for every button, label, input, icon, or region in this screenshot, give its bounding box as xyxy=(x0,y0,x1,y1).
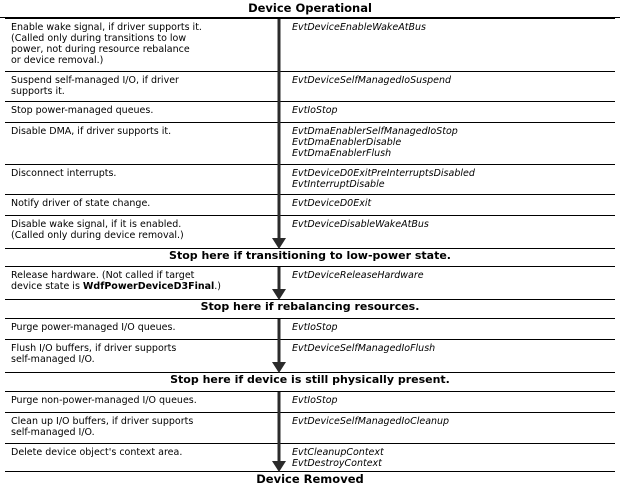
step-description: Suspend self-managed I/O, if driver supp… xyxy=(11,75,179,97)
table-row: Enable wake signal, if driver supports i… xyxy=(5,18,615,72)
step-description: Disable DMA, if driver supports it. xyxy=(11,126,172,137)
callback-name: EvtCleanupContext xyxy=(292,447,384,458)
table-row: Delete device object's context area. EvtC… xyxy=(5,443,615,472)
callback-name: EvtIoStop xyxy=(292,395,338,406)
step-tail: .) xyxy=(214,281,221,292)
table-row: Disable wake signal, if it is enabled. (… xyxy=(5,215,615,249)
callback-name: EvtDeviceD0Exit xyxy=(292,198,372,209)
callback-list: EvtDeviceSelfManagedIoFlush xyxy=(292,343,610,354)
diagram-title: Device Operational xyxy=(248,1,372,15)
callback-name: EvtDeviceEnableWakeAtBus xyxy=(292,22,426,33)
callback-name: EvtInterruptDisable xyxy=(292,179,385,190)
step-description: Disable wake signal, if it is enabled. (… xyxy=(11,219,184,241)
step-description: Purge power-managed I/O queues. xyxy=(11,322,176,333)
table-row: Clean up I/O buffers, if driver supports… xyxy=(5,412,615,444)
table-row: Stop power-managed queues. EvtIoStop xyxy=(5,101,615,123)
table-row: Suspend self-managed I/O, if driver supp… xyxy=(5,71,615,102)
callback-name: EvtDmaEnablerSelfManagedIoStop xyxy=(292,126,458,137)
table-row: Flush I/O buffers, if driver supports se… xyxy=(5,339,615,373)
stop-condition-0: Stop here if transitioning to low-power … xyxy=(169,249,451,262)
table-row: Purge power-managed I/O queues. EvtIoStop xyxy=(5,318,615,340)
callback-name: EvtDeviceSelfManagedIoFlush xyxy=(292,343,436,354)
callback-name: EvtIoStop xyxy=(292,105,338,116)
callback-name: EvtDeviceReleaseHardware xyxy=(292,270,424,281)
callback-list: EvtIoStop xyxy=(292,395,610,406)
table-row: Purge non-power-managed I/O queues. EvtIo… xyxy=(5,391,615,413)
step-description: Notify driver of state change. xyxy=(11,198,151,209)
diagram-footer: Device Removed xyxy=(256,472,364,486)
step-description: Stop power-managed queues. xyxy=(11,105,154,116)
callback-name: EvtDmaEnablerFlush xyxy=(292,148,392,159)
step-description: Enable wake signal, if driver supports i… xyxy=(11,22,202,66)
step-description: Disconnect interrupts. xyxy=(11,168,117,179)
callback-name: EvtDeviceDisableWakeAtBus xyxy=(292,219,429,230)
step-description: Flush I/O buffers, if driver supports se… xyxy=(11,343,177,365)
table-row: Disconnect interrupts. EvtDeviceD0ExitPre… xyxy=(5,164,615,195)
callback-list: EvtDeviceSelfManagedIoCleanup xyxy=(292,416,610,427)
callback-list: EvtDeviceDisableWakeAtBus xyxy=(292,219,610,230)
callback-name: EvtDmaEnablerDisable xyxy=(292,137,402,148)
callback-list: EvtIoStop xyxy=(292,105,610,116)
callback-list: EvtDeviceD0Exit xyxy=(292,198,610,209)
callback-name: EvtDeviceD0ExitPreInterruptsDisabled xyxy=(292,168,475,179)
callback-name: EvtDeviceSelfManagedIoSuspend xyxy=(292,75,452,86)
stop-condition-1: Stop here if rebalancing resources. xyxy=(200,300,420,313)
table-row: Disable DMA, if driver supports it. EvtDm… xyxy=(5,122,615,165)
stop-condition-2: Stop here if device is still physically … xyxy=(170,373,450,386)
header-rule xyxy=(0,17,620,18)
callback-list: EvtDeviceReleaseHardware xyxy=(292,270,610,281)
callback-list: EvtDeviceEnableWakeAtBus xyxy=(292,22,610,33)
callback-name: EvtDestroyContext xyxy=(292,458,382,469)
callback-list: EvtIoStop xyxy=(292,322,610,333)
step-description: Purge non-power-managed I/O queues. xyxy=(11,395,197,406)
step-description: Release hardware. (Not called if target … xyxy=(11,270,221,292)
table-row: Release hardware. (Not called if target … xyxy=(5,266,615,300)
step-emphasis: WdfPowerDeviceD3Final xyxy=(82,281,215,292)
callback-list: EvtDeviceSelfManagedIoSuspend xyxy=(292,75,610,86)
callback-name: EvtDeviceSelfManagedIoCleanup xyxy=(292,416,450,427)
callback-name: EvtIoStop xyxy=(292,322,338,333)
step-description: Clean up I/O buffers, if driver supports… xyxy=(11,416,194,438)
table-row: Notify driver of state change. EvtDeviceD… xyxy=(5,194,615,216)
step-description: Delete device object's context area. xyxy=(11,447,183,458)
